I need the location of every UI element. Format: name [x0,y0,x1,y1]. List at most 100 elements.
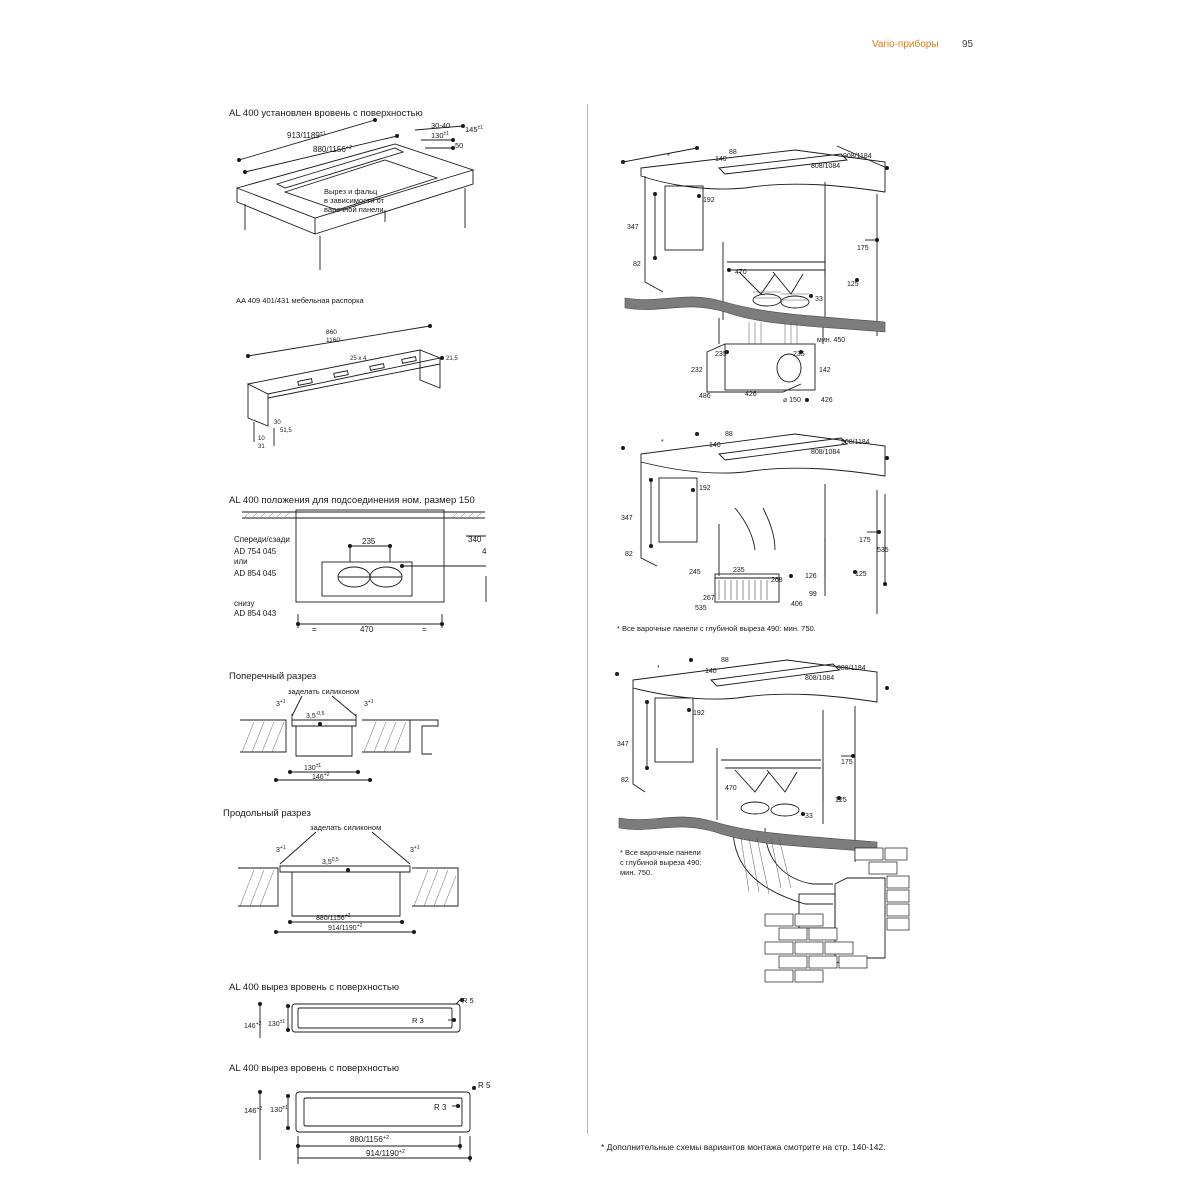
fig10-drawing: * 88 140 908/1184 808/1084 192 347 82 17… [615,657,910,983]
svg-text:426: 426 [745,391,757,398]
svg-text:или: или [234,557,248,566]
column-divider [587,104,588,1134]
fig8-drawing: * 88 140 908/1184 808/1084 192 347 82 17… [621,145,889,404]
footer-note: * Дополнительные схемы вариантов монтажа… [601,1142,886,1152]
svg-text:913/1189±1: 913/1189±1 [287,131,326,140]
fig6-caption: AL 400 вырез вровень с поверхностью [229,982,399,993]
svg-text:25 x 4: 25 x 4 [350,356,367,362]
svg-text:880/1156+2: 880/1156+2 [313,145,352,154]
page-number: 95 [962,39,974,50]
svg-text:30-40: 30-40 [431,121,450,130]
svg-text:1160: 1160 [326,337,340,344]
svg-text:30: 30 [274,420,281,426]
svg-text:140: 140 [709,442,721,449]
svg-text:880/1156+2: 880/1156+2 [316,913,351,922]
fig4-caption: Поперечный разрез [229,671,317,682]
svg-text:130±1: 130±1 [268,1019,285,1028]
svg-text:3,50,5: 3,50,5 [322,857,339,866]
svg-text:31: 31 [258,444,265,450]
svg-text:235: 235 [362,537,376,546]
svg-text:175: 175 [857,245,869,252]
svg-text:146+2: 146+2 [244,1021,262,1030]
fig2-drawing: 860 1160 25 x 4 21,5 30 51,5 10 31 [246,324,458,450]
svg-text:914/1190+2: 914/1190+2 [328,923,363,932]
fig5-caption: Продольный разрез [223,808,311,819]
fig3-caption: AL 400 положения для подсоединения ном. … [229,495,475,506]
svg-text:235: 235 [715,351,727,358]
svg-text:406: 406 [791,601,803,608]
svg-text:AD 854 043: AD 854 043 [234,609,277,618]
svg-text:426: 426 [821,397,833,404]
fig6-drawing: 146+2 130±1 R 3 R 5 [244,996,474,1038]
svg-text:=: = [312,625,317,634]
fig2-caption: AA 409 401/431 мебельная распорка [236,296,364,305]
svg-text:Вырез и фальц: Вырез и фальц [324,187,378,196]
svg-text:130±1: 130±1 [270,1105,288,1114]
svg-text:82: 82 [633,261,641,268]
svg-text:908/1184: 908/1184 [843,153,872,160]
svg-text:340: 340 [468,535,482,544]
svg-text:варочной панели: варочной панели [324,205,384,214]
svg-text:486: 486 [699,393,711,400]
svg-text:880/1156+2: 880/1156+2 [350,1135,389,1144]
svg-text:347: 347 [627,224,639,231]
svg-text:535: 535 [695,605,707,612]
svg-text:⌀ 150: ⌀ 150 [783,397,801,404]
svg-text:AD 754 045: AD 754 045 [234,547,277,556]
svg-text:175: 175 [859,537,871,544]
svg-text:192: 192 [703,197,715,204]
svg-text:347: 347 [617,741,629,748]
svg-text:3+1: 3+1 [410,845,420,854]
svg-text:10: 10 [258,436,265,442]
fig3-drawing: 235 340 4 470 = = Спереди/сзади AD 754 0… [234,509,487,634]
svg-text:88: 88 [725,431,733,438]
svg-text:*: * [667,153,670,160]
svg-text:=: = [422,625,427,634]
svg-text:126: 126 [805,573,817,580]
svg-text:125: 125 [847,281,859,288]
fig1-drawing: 913/1189±1 880/1156+2 30-40 130±1 145±1 … [235,118,483,270]
svg-text:заделать силиконом: заделать силиконом [310,823,381,832]
svg-text:заделать силиконом: заделать силиконом [288,687,359,696]
svg-text:R 3: R 3 [412,1016,424,1025]
svg-text:4: 4 [482,547,487,556]
fig9-drawing: * 88 140 908/1184 808/1084 192 347 82 17… [621,431,889,614]
svg-text:140: 140 [715,156,727,163]
svg-text:914/1190+2: 914/1190+2 [366,1149,405,1158]
svg-text:82: 82 [621,777,629,784]
svg-text:3+1: 3+1 [364,699,374,708]
svg-text:AD 854 045: AD 854 045 [234,569,277,578]
svg-text:33: 33 [805,813,813,820]
svg-text:125: 125 [855,571,867,578]
svg-text:470: 470 [735,269,747,276]
svg-text:192: 192 [693,710,705,717]
svg-text:470: 470 [725,785,737,792]
svg-text:146+2: 146+2 [244,1106,262,1115]
svg-text:в зависимости от: в зависимости от [324,196,385,205]
svg-text:*: * [657,665,660,672]
svg-text:21,5: 21,5 [446,356,458,362]
svg-text:808/1084: 808/1084 [811,163,840,170]
svg-text:535: 535 [877,547,889,554]
svg-text:192: 192 [699,485,711,492]
svg-text:82: 82 [625,551,633,558]
svg-text:Спереди/сзади: Спереди/сзади [234,535,290,544]
svg-text:3+1: 3+1 [276,699,286,708]
svg-text:908/1184: 908/1184 [837,665,866,672]
svg-text:3+1: 3+1 [276,845,286,854]
svg-text:146+2: 146+2 [312,772,330,781]
fig7-caption: AL 400 вырез вровень с поверхностью [229,1063,399,1074]
svg-text:130±1: 130±1 [431,131,449,140]
svg-text:140: 140 [705,668,717,675]
svg-text:33: 33 [815,296,823,303]
svg-text:99: 99 [809,591,817,598]
svg-text:125: 125 [835,797,847,804]
svg-text:235: 235 [733,567,745,574]
svg-text:50: 50 [455,141,463,150]
svg-text:175: 175 [841,759,853,766]
fig1-caption: AL 400 установлен вровень с поверхностью [229,108,423,119]
svg-text:88: 88 [721,657,729,664]
fig5-drawing: заделать силиконом 3+1 3+1 3,50,5 880/11… [238,823,459,934]
svg-text:R 5: R 5 [478,1081,491,1090]
svg-text:R 5: R 5 [462,996,474,1005]
